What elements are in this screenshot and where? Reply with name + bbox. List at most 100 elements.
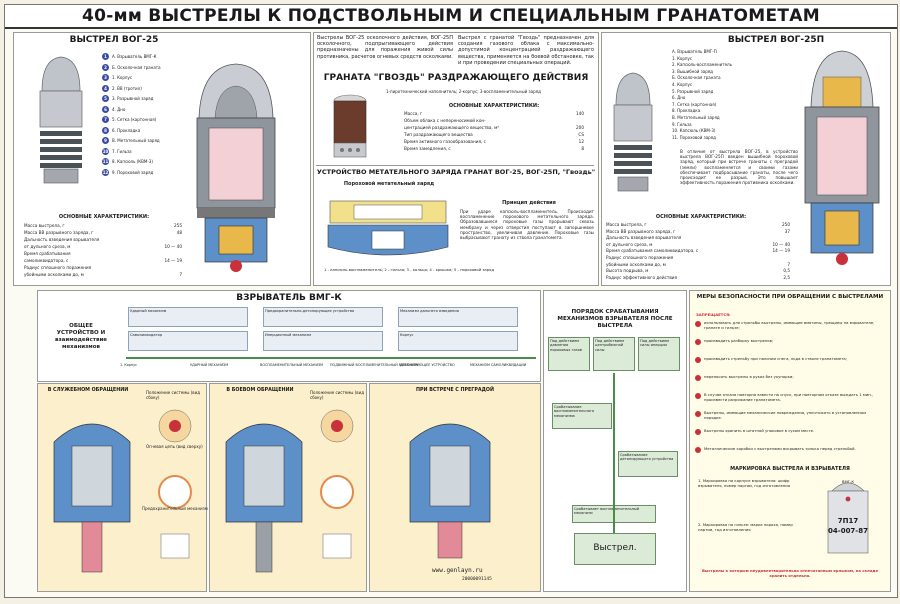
spec-value: 7	[179, 272, 182, 277]
part-label: 3. Вышибной заряд	[672, 68, 713, 74]
service-detail-icons	[158, 409, 192, 559]
combat-detail-icons	[320, 409, 354, 559]
spec-value: 48	[176, 230, 182, 235]
spec-label: Тип раздражающего вещества	[404, 132, 473, 137]
part-label: 2. Капсюль-воспламенитель	[672, 62, 732, 68]
divider	[316, 165, 594, 166]
spec-label: Время срабатывания самоликвидатора, с	[606, 248, 699, 254]
fuze-general-label: ОБЩЕЕ УСТРОЙСТВО И взаимодействие механи…	[54, 323, 108, 350]
part-label: 9. Гильза	[672, 121, 692, 127]
spec-label: Масса ВВ разрывного заряда, г	[606, 228, 676, 234]
part-label: 3. Разрывной заряд	[112, 96, 154, 101]
spec-value: 0,5	[783, 268, 790, 274]
spec-value: 255	[174, 223, 182, 228]
sequence-box: Под действием силы инерции	[638, 337, 680, 371]
spec-label: убойными осколками до, м	[606, 261, 666, 267]
part-label: 7. Сетка (картонная)	[672, 101, 717, 107]
vog25p-title: ВЫСТРЕЛ ВОГ-25П	[727, 35, 825, 45]
safety-item-text: В случае отказа повторно взвести на спус…	[704, 392, 874, 402]
part-number-badge: 12	[102, 168, 109, 176]
shell-marking-illustration	[827, 482, 869, 554]
spec-label: от дульного среза, м	[606, 241, 653, 247]
sequence-panel: ПОРЯДОК СРАБАТЫВАНИЯ МЕХАНИЗМОВ ВЗРЫВАТЕ…	[543, 290, 687, 592]
charge-legend: 1 - капсюль-воспламенитель; 2 - гильза; …	[324, 267, 495, 272]
part-number-badge: 6	[102, 105, 109, 113]
part-label: 5. Разрывной заряд	[672, 88, 714, 94]
charge-subtitle: Пороховой метательный заряд	[343, 181, 435, 187]
fuze-bottom-label: 1. Корпус	[120, 363, 138, 367]
state-service-panel: В СЛУЖЕБНОМ ОБРАЩЕНИИ Положение системы …	[37, 383, 208, 592]
state-combat-title: В БОЕВОМ ОБРАЩЕНИИ	[226, 388, 294, 393]
fuze-bottom-label: ВОСПЛАМЕНИТЕЛЬНЫЙ МЕХАНИЗМ	[260, 363, 324, 367]
safety-bullet	[695, 411, 701, 417]
principle-title: Принцип действия	[502, 200, 556, 206]
spec-value: 200	[576, 125, 584, 130]
part-label: 6. Прокладка	[112, 127, 141, 133]
spec-value: 10 — 40	[164, 244, 182, 249]
vog25-outer-illustration	[39, 56, 83, 184]
safety-panel: МЕРЫ БЕЗОПАСНОСТИ ПРИ ОБРАЩЕНИИ С ВЫСТРЕ…	[689, 290, 891, 592]
part-label: 8. Прокладка	[672, 108, 701, 114]
part-label: В. Метательный заряд	[112, 138, 160, 143]
safety-item-text: Выстрелы, имеющие механические поврежден…	[704, 410, 867, 420]
safety-item-text: использовать для стрельбы выстрелы, имею…	[704, 320, 875, 330]
intro-left-text: Выстрелы ВОГ-25 осколочного действия, ВО…	[317, 35, 453, 60]
spec-label: Масса выстрела, г	[606, 222, 647, 227]
safety-bullet	[695, 357, 701, 363]
marking2-text: 2. Маркировка на гильзе: марка пороха, н…	[698, 522, 793, 532]
spec-value: 7	[787, 261, 790, 267]
fuze-mechanism-box: Ударный механизм	[128, 307, 248, 327]
state-impact-panel: ПРИ ВСТРЕЧЕ С ПРЕГРАДОЙ www.genlayn.ru 2…	[369, 383, 541, 592]
spec-label: Радиус эффективного действия	[606, 274, 678, 280]
marking-title: МАРКИРОВКА ВЫСТРЕЛА И ВЗРЫВАТЕЛЯ	[730, 466, 850, 472]
forbidden-label: ЗАПРЕЩАЕТСЯ:	[696, 312, 731, 317]
center-panel: Выстрелы ВОГ-25 осколочного действия, ВО…	[313, 32, 599, 286]
part-label: 2. ВВ (тротил)	[112, 85, 142, 91]
vog25-title: ВЫСТРЕЛ ВОГ-25	[69, 35, 159, 45]
fuze-combat-illustration	[225, 423, 303, 573]
fuze-title: ВЗРЫВАТЕЛЬ ВМГ-К	[236, 293, 342, 303]
part-label: 4. Корпус	[672, 82, 693, 87]
spec-value: 14 — 19	[164, 258, 182, 263]
spec-label: Время срабатывания	[24, 251, 71, 256]
spec-value: 2,5	[783, 274, 790, 280]
state-service-title: В СЛУЖЕБНОМ ОБРАЩЕНИИ	[47, 388, 129, 393]
safety-bullet	[695, 339, 701, 345]
state-combat-panel: В БОЕВОМ ОБРАЩЕНИИ Положение системы (ви…	[209, 383, 367, 592]
fuze-flow-line	[126, 357, 536, 359]
part-number-badge: 8	[102, 126, 109, 134]
part-number-badge: 2	[102, 63, 109, 71]
part-label: Б. Осколочная граната	[672, 75, 721, 81]
spec-label: от дульного среза, м	[24, 244, 71, 249]
safety-bullet	[695, 375, 701, 381]
poster: 40-мм ВЫСТРЕЛЫ К ПОДСТВОЛЬНЫМ И СПЕЦИАЛЬ…	[4, 4, 898, 598]
safety-bullet	[695, 321, 701, 327]
part-label: 11. Пороховой заряд	[672, 134, 716, 140]
sequence-box: Срабатывание воспламенительного механизм…	[552, 403, 612, 429]
spec-label: Дальность взведения взрывателя	[606, 235, 682, 241]
part-label: 1. Корпус	[672, 55, 693, 61]
sequence-final-box: Выстрел.	[574, 533, 656, 565]
part-label: 5. Сетка (картонная)	[112, 117, 157, 122]
part-number-badge: 3	[102, 74, 109, 81]
spec-label: Масса, г	[404, 111, 423, 116]
part-label: Б. Осколочная граната	[112, 64, 161, 70]
safety-item-text: Выстрелы хранить в штатной упаковке в су…	[704, 428, 815, 433]
fuze-mechanism-box: Корпус	[398, 331, 518, 351]
title-bar: 40-мм ВЫСТРЕЛЫ К ПОДСТВОЛЬНЫМ И СПЕЦИАЛЬ…	[5, 5, 897, 29]
spec-label: убойными осколками до, м	[24, 272, 84, 277]
spec-label: Радиус сплошного поражения	[606, 255, 674, 260]
vog25p-spec-title: ОСНОВНЫЕ ХАРАКТЕРИСТИКИ:	[655, 214, 747, 220]
footer-code: 20000091145	[462, 577, 492, 582]
safety-item-text: переносить выстрелы в руках без укупорки…	[704, 374, 794, 379]
spec-label: Объем облака с непереносимой кон-	[404, 118, 486, 123]
safety-bullet	[695, 393, 701, 399]
safety-item-text: Металлические коробки с выстрелами вскры…	[704, 446, 856, 451]
spec-value: 14 — 19	[772, 248, 790, 254]
spec-value: 250	[782, 222, 790, 227]
part-label: 9. Пороховой заряд	[112, 169, 154, 175]
fuze-mechanism-box: Предохранительно-детонирующее устройство	[263, 307, 383, 327]
fuze-mechanism-box: Механизм дальнего взведения	[398, 307, 518, 327]
fuze-bottom-label: МЕХАНИЗМ САМОЛИКВИДАЦИИ	[470, 363, 527, 367]
fuze-mechanism-box: Инерционный механизм	[263, 331, 383, 351]
